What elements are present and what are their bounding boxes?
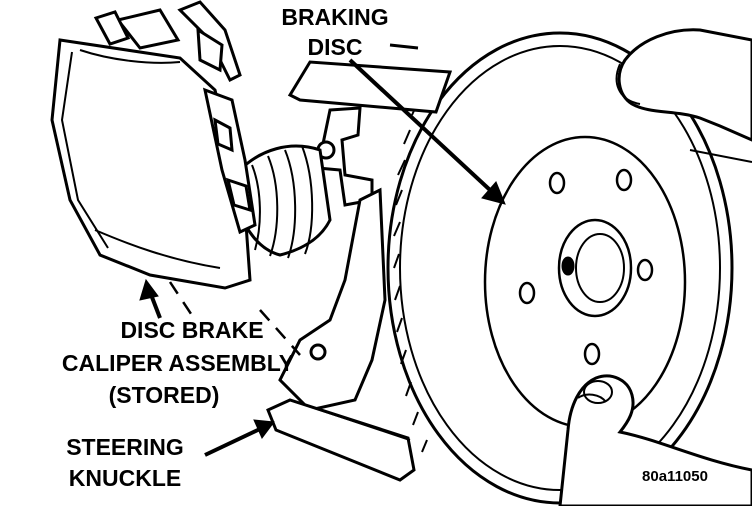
hand-top bbox=[615, 28, 752, 163]
label-caliper: DISC BRAKE CALIPER ASSEMBLY (STORED) bbox=[62, 317, 294, 408]
hand-bottom bbox=[558, 374, 752, 506]
cv-boot bbox=[238, 144, 332, 259]
label-knuckle-line2: KNUCKLE bbox=[69, 465, 181, 491]
steering-knuckle bbox=[266, 60, 453, 482]
label-knuckle-line1: STEERING bbox=[66, 434, 184, 460]
label-caliper-line2: CALIPER ASSEMBLY bbox=[62, 350, 294, 376]
label-caliper-line1: DISC BRAKE bbox=[120, 317, 263, 343]
figure-id: 80a11050 bbox=[642, 468, 708, 485]
label-knuckle: STEERING KNUCKLE bbox=[66, 434, 184, 491]
label-braking-disc: BRAKING DISC bbox=[281, 4, 388, 60]
label-caliper-line3: (STORED) bbox=[109, 382, 220, 408]
label-braking-disc-line2: DISC bbox=[308, 34, 363, 60]
disc-brake-caliper bbox=[50, 0, 257, 290]
callout-arrows bbox=[139, 43, 506, 457]
label-braking-disc-line1: BRAKING bbox=[281, 4, 388, 30]
